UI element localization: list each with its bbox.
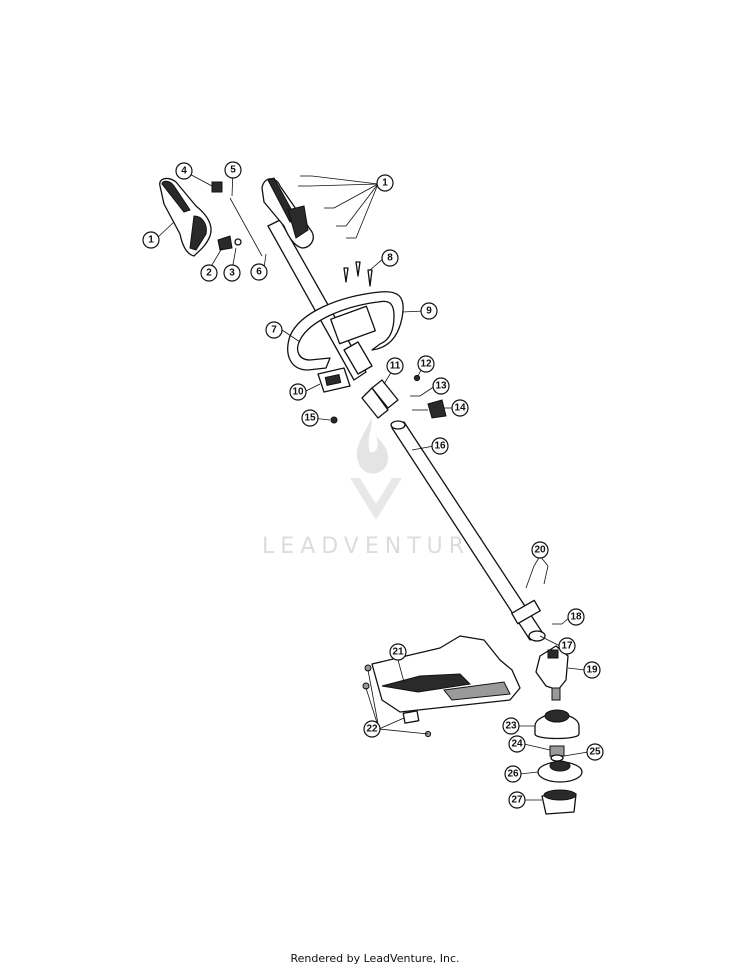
callout-6: 6 <box>250 263 268 281</box>
callout-8: 8 <box>381 249 399 267</box>
watermark-text: LEADVENTURE <box>262 534 490 559</box>
callout-10: 10 <box>289 383 307 401</box>
callout-20: 20 <box>531 541 549 559</box>
svg-text:3: 3 <box>229 268 235 279</box>
callout-4: 4 <box>175 162 193 180</box>
svg-text:26: 26 <box>507 769 519 780</box>
callout-7: 7 <box>265 321 283 339</box>
debris-guard <box>371 635 521 713</box>
bump-knob <box>541 789 577 815</box>
svg-text:23: 23 <box>505 721 517 732</box>
svg-text:10: 10 <box>292 387 304 398</box>
assist-handle <box>287 291 404 375</box>
assist-handle-clamp <box>330 305 376 345</box>
svg-text:12: 12 <box>420 359 432 370</box>
svg-text:14: 14 <box>454 403 466 414</box>
callout-13: 13 <box>432 377 450 395</box>
svg-text:22: 22 <box>366 724 378 735</box>
callout-21: 21 <box>389 643 407 661</box>
callout-17: 17 <box>558 637 576 655</box>
spring <box>549 745 565 762</box>
hex-nut <box>330 416 338 424</box>
svg-text:21: 21 <box>392 647 404 658</box>
svg-text:18: 18 <box>570 612 582 623</box>
handle-half-left <box>159 177 212 257</box>
svg-text:17: 17 <box>561 641 573 652</box>
svg-text:27: 27 <box>511 795 523 806</box>
svg-text:7: 7 <box>271 325 277 336</box>
svg-text:6: 6 <box>256 267 262 278</box>
callout-23: 23 <box>502 717 520 735</box>
svg-text:9: 9 <box>426 306 432 317</box>
switch-bracket <box>217 235 233 251</box>
footer-credit: Rendered by LeadVenture, Inc. <box>290 952 460 965</box>
watermark-flame-icon <box>356 418 389 474</box>
trigger-switch <box>211 181 223 193</box>
coupler-knob <box>412 399 447 419</box>
gearhead <box>535 645 569 701</box>
svg-text:24: 24 <box>511 739 523 750</box>
callout-19: 19 <box>583 661 601 679</box>
callout-1-right: 1 <box>376 174 394 192</box>
svg-text:4: 4 <box>181 166 187 177</box>
guard-fasteners <box>362 664 432 738</box>
svg-text:1: 1 <box>382 178 388 189</box>
callout-18: 18 <box>567 608 585 626</box>
callout-26: 26 <box>504 765 522 783</box>
svg-text:8: 8 <box>387 253 393 264</box>
svg-text:25: 25 <box>589 747 601 758</box>
svg-text:13: 13 <box>435 381 447 392</box>
svg-text:5: 5 <box>230 165 236 176</box>
svg-text:2: 2 <box>206 268 212 279</box>
svg-text:16: 16 <box>434 441 446 452</box>
handle-clamp-base <box>317 367 351 393</box>
callout-27: 27 <box>508 791 526 809</box>
svg-text:1: 1 <box>148 235 154 246</box>
callout-9: 9 <box>420 302 438 320</box>
callout-1-left: 1 <box>142 231 160 249</box>
guard-bolts <box>525 565 549 589</box>
handle-screws <box>343 261 373 287</box>
callout-16: 16 <box>431 437 449 455</box>
spool-housing <box>537 760 583 783</box>
callout-3: 3 <box>223 264 241 282</box>
callout-14: 14 <box>451 399 469 417</box>
callout-22: 22 <box>363 720 381 738</box>
svg-text:11: 11 <box>390 361 401 372</box>
svg-text:19: 19 <box>586 665 598 676</box>
coupler-nut <box>413 374 421 382</box>
svg-text:15: 15 <box>304 413 316 424</box>
housing-screws <box>298 175 356 239</box>
callout-24: 24 <box>508 735 526 753</box>
spool-cover <box>534 709 580 740</box>
callout-15: 15 <box>301 409 319 427</box>
throttle-cable <box>229 197 263 257</box>
watermark: LEADVENTURE <box>262 418 490 559</box>
callout-12: 12 <box>417 355 435 373</box>
callout-2: 2 <box>200 264 218 282</box>
handle-half-right <box>261 177 314 249</box>
leader-lines <box>156 169 589 801</box>
lower-shaft <box>390 420 546 642</box>
callout-5: 5 <box>224 161 242 179</box>
watermark-v-icon <box>350 478 402 520</box>
svg-text:20: 20 <box>534 545 546 556</box>
callout-11: 11 <box>386 357 404 375</box>
shaft-coupler <box>361 379 399 419</box>
switch-screw <box>234 238 242 246</box>
callout-25: 25 <box>586 743 604 761</box>
